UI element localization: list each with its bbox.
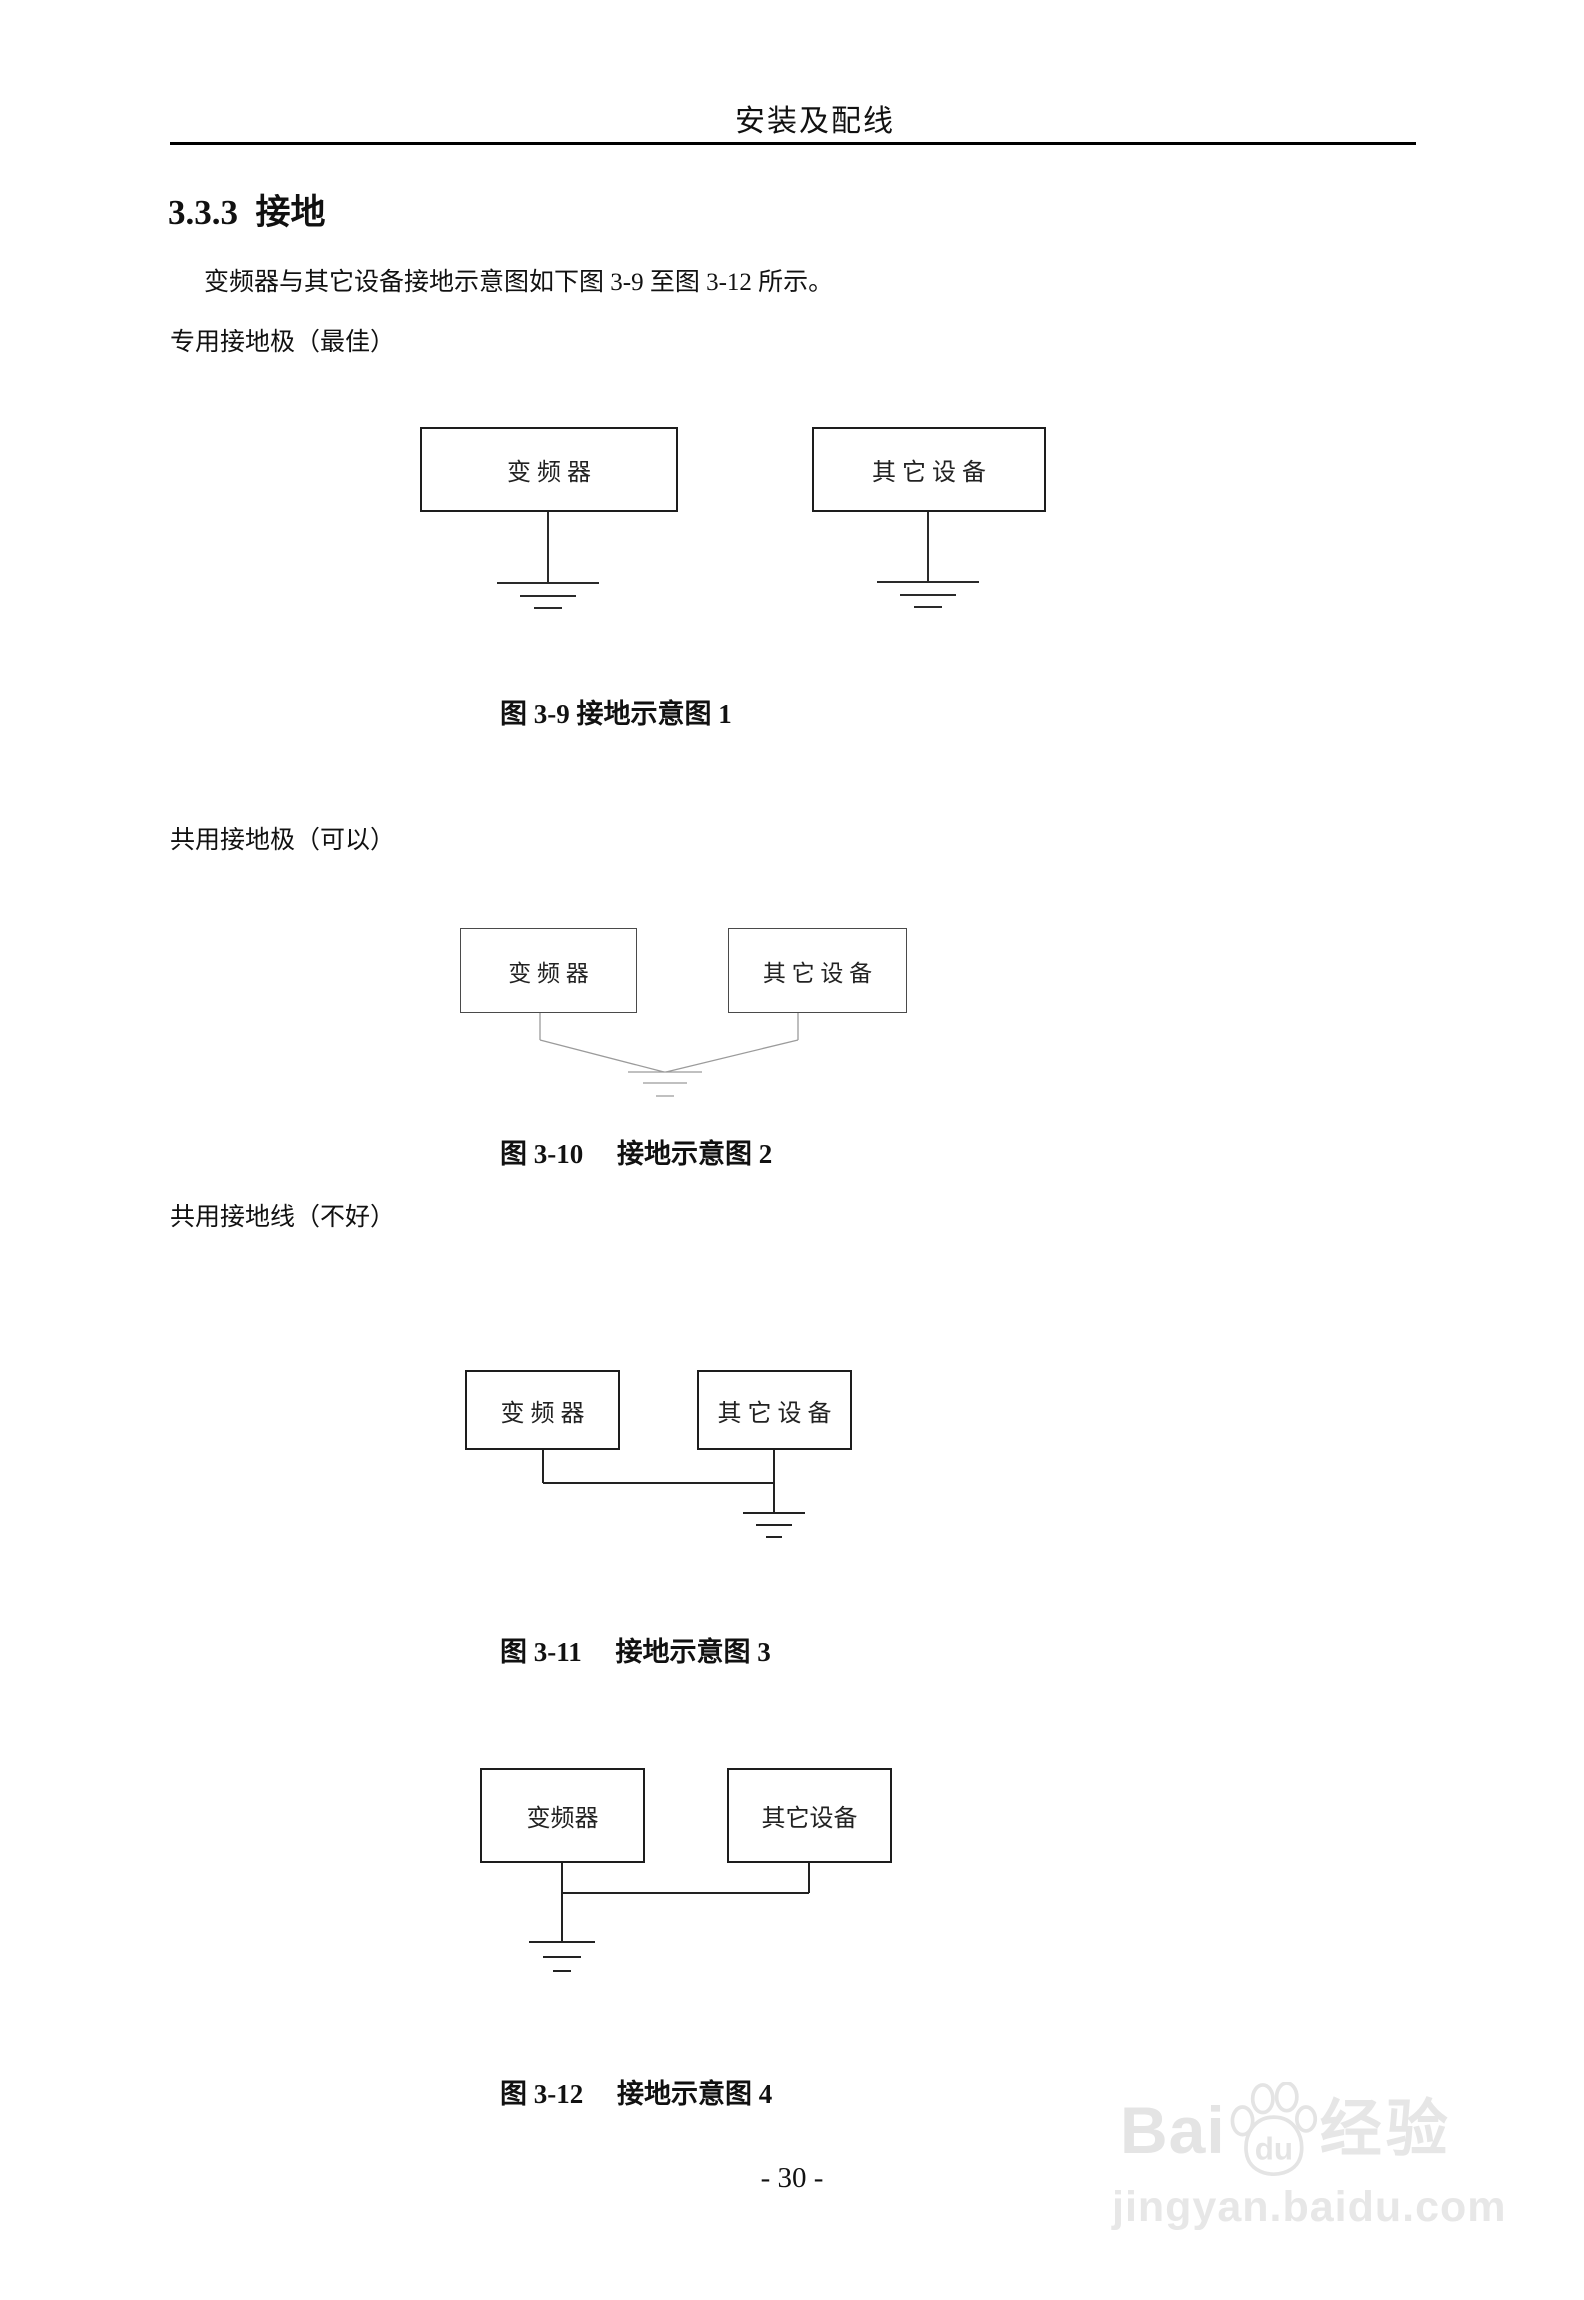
page-number: - 30 - [760,2162,824,2194]
baidu-paw-icon: du [1230,2082,1317,2177]
diagram4-other-device-box: 其它设备 [727,1768,892,1863]
diagram3-label: 共用接地线（不好） [170,1204,396,1231]
diagram1-wiring [497,512,979,609]
diagram1-label: 专用接地极（最佳） [170,329,396,356]
section-title: 3.3.3 接地 [168,193,326,232]
diagram3-caption: 图 3-11 接地示意图 3 [500,1637,771,1667]
diagram1-caption: 图 3-9 接地示意图 1 [500,699,732,729]
diagram2-wiring [539,1013,799,1097]
header-rule [170,142,1416,145]
ground-icon [529,1941,595,1972]
watermark-brand-prefix: Bai [1120,2093,1226,2167]
diagram3-wiring [542,1450,805,1538]
diagram1-inverter-box: 变 频 器 [420,427,678,512]
baidu-jingyan-watermark: Bai du 经验 jingyan.baidu.com [1112,2082,1532,2242]
ground-icon [497,582,599,609]
diagram1-other-device-box: 其 它 设 备 [812,427,1046,512]
ground-icon [628,1071,702,1097]
diagram4-inverter-box: 变频器 [480,1768,645,1863]
watermark-brand-suffix: 经验 [1319,2095,1452,2164]
watermark-brand: Bai du 经验 [1120,2082,1452,2178]
diagram4-caption: 图 3-12 接地示意图 4 [500,2079,773,2109]
diagram4-wiring [529,1863,810,1972]
diagram3-other-device-box: 其 它 设 备 [697,1370,852,1450]
ground-icon [743,1512,805,1538]
watermark-paw-text: du [1254,2131,1292,2166]
diagram2-inverter-box: 变 频 器 [460,928,637,1013]
diagram2-label: 共用接地极（可以） [170,827,396,854]
diagram2-other-device-box: 其 它 设 备 [728,928,907,1013]
diagram3-inverter-box: 变 频 器 [465,1370,620,1450]
diagram2-caption: 图 3-10 接地示意图 2 [500,1139,773,1169]
watermark-url: jingyan.baidu.com [1112,2183,1507,2231]
intro-paragraph: 变频器与其它设备接地示意图如下图 3-9 至图 3-12 所示。 [204,269,834,296]
page-header: 安装及配线 [735,105,895,138]
ground-icon [877,581,979,608]
